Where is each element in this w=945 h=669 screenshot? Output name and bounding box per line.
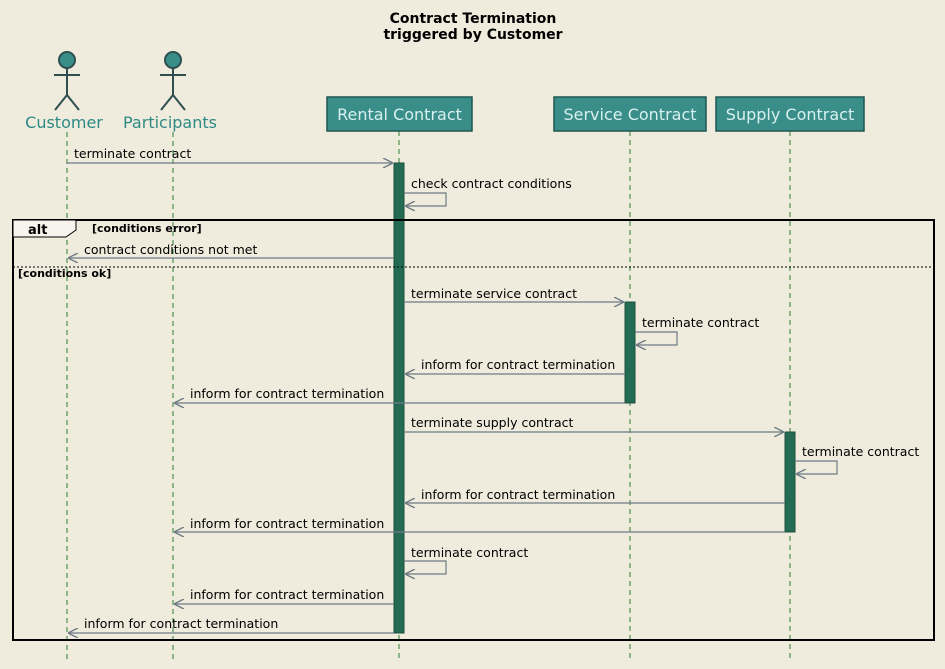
participant-label-supply-contract: Supply Contract [726, 105, 854, 124]
message-label: inform for contract termination [421, 487, 615, 502]
actor-label-customer: Customer [25, 113, 103, 132]
message-arrow [404, 560, 447, 574]
diagram-title-line1: Contract Termination [390, 11, 557, 27]
activation-bar-supply-contract [784, 431, 796, 533]
message-supply-inform-participants: inform for contract termination [174, 516, 785, 532]
message-label: contract conditions not met [84, 242, 257, 257]
message-label: terminate contract [642, 315, 759, 330]
messages: terminate contract check contract condit… [67, 146, 919, 633]
message-label: terminate contract [802, 444, 919, 459]
diagram-title-line2: triggered by Customer [383, 27, 562, 43]
message-service-terminate-contract: terminate contract [635, 315, 759, 345]
lifelines [66, 131, 791, 660]
message-label: terminate service contract [411, 286, 577, 301]
actor-label-participants: Participants [123, 113, 217, 132]
message-service-inform-rental: inform for contract termination [405, 357, 625, 374]
message-terminate-supply-contract: terminate supply contract [404, 415, 784, 432]
message-terminate-contract-request: terminate contract [67, 146, 393, 163]
message-arrow [635, 331, 678, 345]
participant-label-service-contract: Service Contract [563, 105, 696, 124]
message-service-inform-participants: inform for contract termination [174, 386, 625, 403]
message-rental-inform-participants: inform for contract termination [174, 587, 394, 604]
message-check-contract-conditions: check contract conditions [404, 176, 572, 206]
guard-conditions-error: [conditions error] [92, 222, 202, 235]
stick-figure-icon [54, 51, 80, 111]
message-label: inform for contract termination [190, 386, 384, 401]
participant-service-contract[interactable]: Service Contract [553, 96, 707, 132]
participant-label-rental-contract: Rental Contract [337, 105, 462, 124]
message-label: check contract conditions [411, 176, 572, 191]
message-arrow [795, 460, 838, 474]
message-label: terminate contract [74, 146, 191, 161]
actor-customer[interactable]: Customer [25, 51, 103, 132]
alt-frame [12, 219, 935, 641]
stick-figure-icon [160, 51, 186, 111]
message-supply-inform-rental: inform for contract termination [405, 487, 785, 503]
message-label: inform for contract termination [190, 587, 384, 602]
participant-rental-contract[interactable]: Rental Contract [326, 96, 473, 132]
message-label: terminate contract [411, 545, 528, 560]
message-supply-terminate-contract: terminate contract [795, 444, 919, 474]
alt-operator-label: alt [28, 223, 47, 238]
alt-fragment: alt [conditions error] [conditions ok] [12, 219, 935, 641]
message-label: terminate supply contract [411, 415, 573, 430]
message-label: inform for contract termination [421, 357, 615, 372]
message-arrow [404, 192, 447, 206]
participant-supply-contract[interactable]: Supply Contract [715, 96, 865, 132]
message-rental-terminate-contract: terminate contract [404, 545, 528, 574]
guard-conditions-ok: [conditions ok] [18, 267, 111, 280]
activation-bar-service-contract [624, 301, 636, 404]
message-label: inform for contract termination [190, 516, 384, 531]
activation-bar-rental-contract [393, 162, 405, 634]
message-rental-inform-customer: inform for contract termination [68, 616, 394, 633]
message-terminate-service-contract: terminate service contract [404, 286, 624, 302]
message-contract-conditions-not-met: contract conditions not met [68, 242, 394, 258]
alt-operator-tab [12, 219, 77, 238]
actor-participants[interactable]: Participants [123, 51, 217, 132]
message-label: inform for contract termination [84, 616, 278, 631]
